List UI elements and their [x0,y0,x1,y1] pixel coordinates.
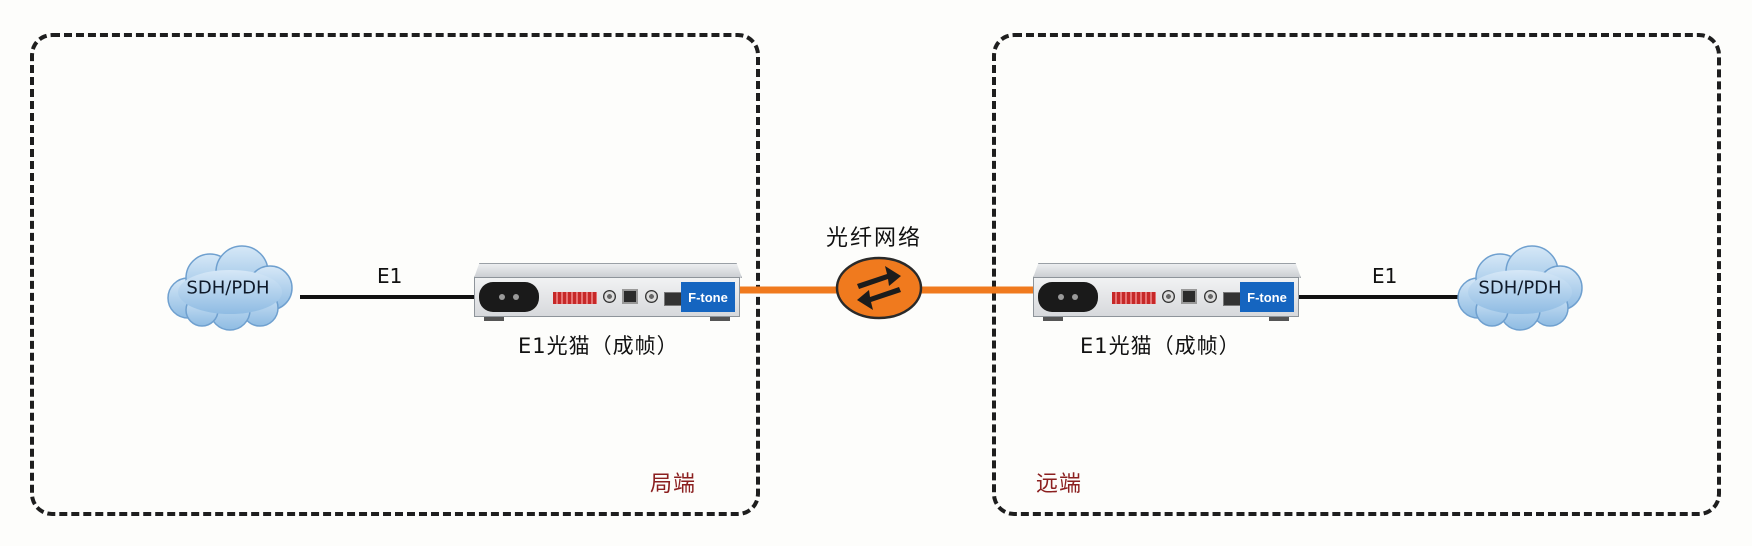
right-cloud-icon [1457,245,1583,331]
right-e1-modem-device: F-tone [1033,263,1301,321]
right-e1-label: E1 [1372,264,1398,288]
left-e1-modem-device: F-tone [474,263,742,321]
right-brand-logo: F-tone [1240,282,1294,312]
router-icon [835,256,923,320]
left-brand-logo: F-tone [681,282,735,312]
left-bnc-port-2-icon [645,290,658,303]
right-cloud-label: SDH/PDH [1478,277,1562,299]
local-zone-label: 局端 [649,472,696,497]
fiber-network-label: 光纤网络 [826,226,923,251]
remote-zone-box: 远端 [992,33,1721,516]
right-dip-switch-icon [1112,292,1156,304]
right-bnc-port-2-icon [1204,290,1217,303]
left-power-socket-icon [479,282,539,312]
left-cloud-icon [167,245,293,331]
remote-zone-label: 远端 [1036,472,1083,497]
left-dip-switch-icon [553,292,597,304]
local-zone-box: 局端 [30,33,760,516]
left-device-caption: E1光猫（成帧） [518,334,679,358]
right-bnc-port-icon [1162,290,1175,303]
right-power-socket-icon [1038,282,1098,312]
left-bnc-port-icon [603,290,616,303]
right-rj-port-icon [1181,289,1197,304]
left-e1-label: E1 [377,264,403,288]
left-cloud-label: SDH/PDH [186,277,270,299]
right-device-caption: E1光猫（成帧） [1080,334,1241,358]
left-rj-port-icon [622,289,638,304]
